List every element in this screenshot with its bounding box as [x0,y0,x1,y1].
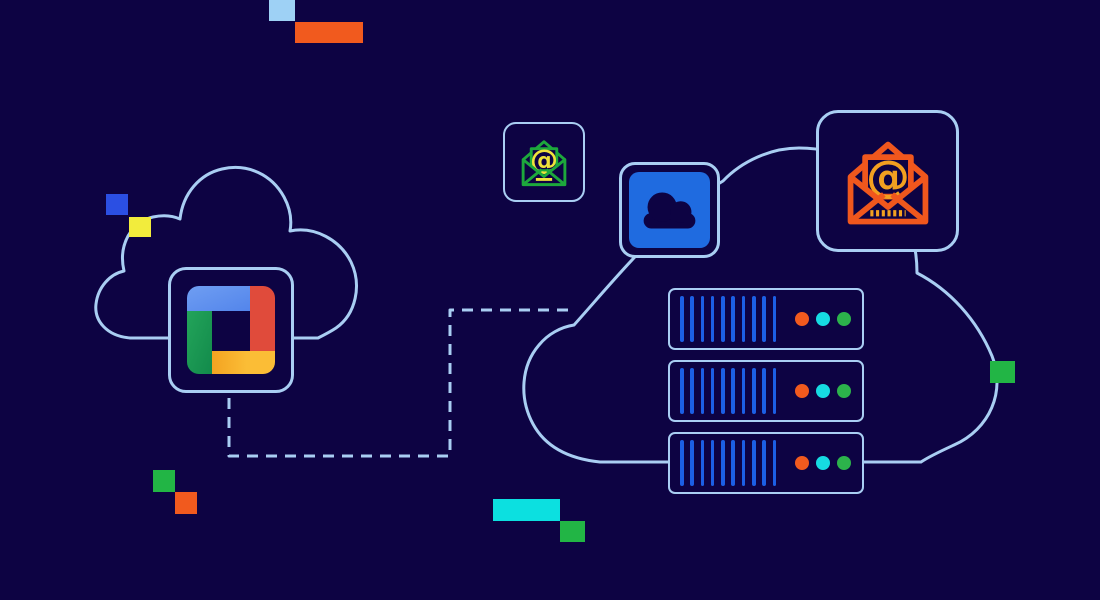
mail-at-icon-orange: @ [847,141,928,225]
server-led [837,312,851,326]
vent-stripe [752,368,756,414]
server-led [795,456,809,470]
green-mail-badge: @ [503,122,585,202]
vent-stripe [741,440,746,486]
vent-stripe [731,368,735,414]
server-vents-icon [680,368,777,414]
vent-stripe [721,368,725,414]
server-vents-icon [680,440,777,486]
server-rack [668,432,864,494]
vent-stripe [752,296,756,342]
vent-stripe [772,368,777,414]
cloud-badge-background [629,172,710,248]
server-led [795,312,809,326]
server-leds [795,384,851,398]
server-leds [795,312,851,326]
server-led [795,384,809,398]
server-stack [668,288,864,504]
server-rack [668,288,864,350]
server-led [816,312,830,326]
vent-stripe [741,296,746,342]
vent-stripe [762,440,766,486]
vent-stripe [721,296,725,342]
server-led [837,456,851,470]
vent-stripe [731,296,735,342]
vent-stripe [721,440,725,486]
vent-stripe [762,296,766,342]
vent-stripe [680,440,684,486]
right-cloud-outline [522,146,999,464]
vent-stripe [690,440,694,486]
orange-mail-badge: @ [816,110,959,252]
vent-stripe [700,440,705,486]
cloud-storage-badge [619,162,720,258]
mail-at-icon-green: @ [521,140,567,187]
vent-stripe [680,368,684,414]
cloud-icon [643,191,696,229]
vent-stripe [772,440,777,486]
vent-stripe [710,368,715,414]
vent-stripe [690,296,694,342]
migration-dashed-connector [227,308,572,458]
server-leds [795,456,851,470]
server-rack [668,360,864,422]
google-workspace-badge [168,267,294,393]
vent-stripe [690,368,694,414]
vent-stripe [731,440,735,486]
server-led [816,456,830,470]
left-cloud-outline [94,166,358,340]
vent-stripe [772,296,777,342]
vent-stripe [762,368,766,414]
google-workspace-icon [187,286,275,374]
vent-stripe [710,296,715,342]
vent-stripe [700,368,705,414]
vent-stripe [752,440,756,486]
server-led [816,384,830,398]
vent-stripe [700,296,705,342]
vent-stripe [680,296,684,342]
vent-stripe [741,368,746,414]
server-led [837,384,851,398]
server-vents-icon [680,296,777,342]
vent-stripe [710,440,715,486]
